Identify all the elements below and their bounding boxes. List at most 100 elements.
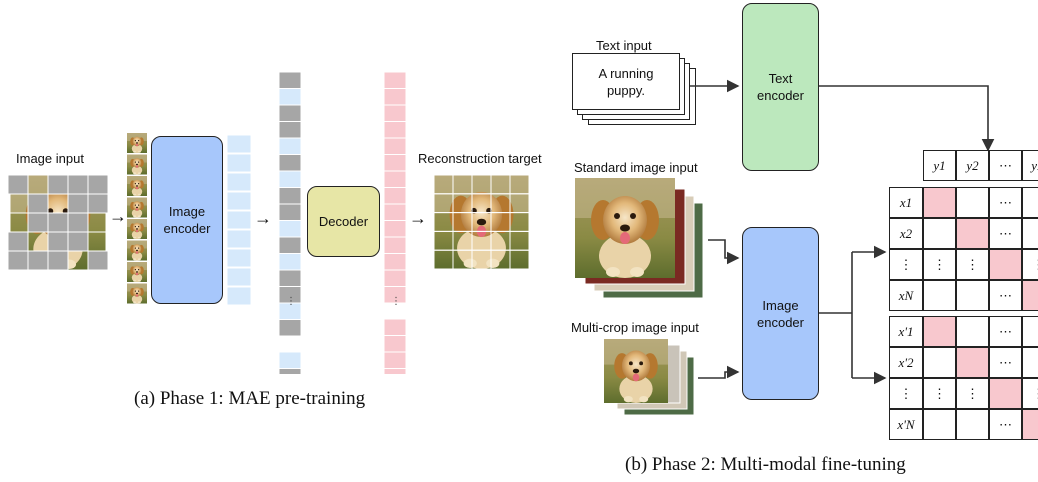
masked-input-grid: [8, 175, 108, 270]
mixed-ellipsis: ⋮: [286, 296, 296, 307]
standard-image-photos: [575, 178, 704, 299]
row-header: xN: [889, 280, 923, 311]
decoder-box: Decoder: [307, 186, 380, 257]
masked-patch: [47, 212, 69, 233]
standard-cell: [989, 249, 1022, 280]
decoded-token: [384, 104, 406, 122]
standard-cell: [1022, 280, 1038, 311]
masked-patch: [8, 231, 29, 252]
multicrop-cell: [956, 409, 989, 440]
text-card: A running puppy.: [572, 53, 680, 110]
arrow-3: →: [409, 208, 427, 228]
multicrop-cell: [1022, 347, 1038, 378]
arrow-2: →: [254, 208, 272, 228]
patch-thumbnail: [127, 219, 147, 239]
standard-cell: ⋯: [989, 187, 1022, 218]
decoded-token: [384, 203, 406, 221]
decoded-token: [384, 88, 406, 106]
encoded-token: [227, 267, 251, 287]
encoded-token: [227, 210, 251, 230]
decoded-token: [384, 269, 406, 287]
col-header: yN: [1022, 150, 1038, 181]
masked-patch: [67, 231, 89, 252]
encoded-token: [227, 248, 251, 268]
decoded-tokens-column: [384, 72, 406, 374]
mask-token: [279, 104, 301, 122]
multi-crop-image-input-label: Multi-crop image input: [571, 320, 699, 335]
masked-patch: [67, 212, 89, 233]
standard-cell: ⋮: [923, 249, 956, 280]
mask-token: [279, 269, 301, 287]
patch-thumbnail: [127, 154, 147, 175]
visible-patches: [127, 133, 147, 304]
multicrop-cell: [1022, 409, 1038, 440]
decoded-token: [384, 286, 406, 304]
masked-input-image: [8, 175, 108, 270]
text-encoder-box: Text encoder: [742, 3, 819, 171]
encoded-token: [279, 137, 301, 155]
decoded-token: [384, 220, 406, 238]
multicrop-cell: [923, 316, 956, 347]
patch-thumbnail: [127, 240, 147, 261]
standard-cell: [923, 218, 956, 249]
col-header: ⋯: [989, 150, 1022, 181]
image-encoder-phase1-label: Image encoder: [163, 204, 211, 236]
caption-phase1: (a) Phase 1: MAE pre-training: [134, 388, 366, 409]
row-header: x'1: [889, 316, 923, 347]
decoder-label: Decoder: [318, 214, 369, 229]
standard-cell: [923, 280, 956, 311]
mask-token: [279, 368, 301, 374]
reconstruction-target-image: [433, 174, 530, 270]
decoded-token: [384, 236, 406, 254]
masked-patch: [27, 250, 49, 270]
mask-token: [279, 236, 301, 254]
arrow-1: →: [109, 206, 127, 226]
standard-image-stack: [575, 178, 715, 303]
row-header: x'2: [889, 347, 923, 378]
encoded-token: [227, 229, 251, 249]
image-encoder-phase2: Image encoder: [742, 227, 819, 400]
masked-patch: [87, 250, 108, 270]
masked-patch: [67, 193, 89, 214]
standard-cell: ⋯: [989, 280, 1022, 311]
multicrop-cell: [1022, 316, 1038, 347]
standard-cell: [956, 187, 989, 218]
standard-cell: [1022, 187, 1038, 218]
masked-patch: [47, 231, 69, 252]
masked-patch: [27, 193, 49, 214]
image-encoder-phase1: Image encoder: [151, 136, 223, 304]
col-header: y1: [923, 150, 956, 181]
patch-thumbnail: [127, 133, 147, 153]
multicrop-cell: ⋮: [1022, 378, 1038, 409]
standard-cell: [923, 187, 956, 218]
patch-thumbnail: [127, 197, 147, 218]
standard-cell: ⋮: [956, 249, 989, 280]
multi-crop-image-stack: [602, 339, 702, 419]
decoded-token: [384, 368, 406, 374]
reconstruction-target-label: Reconstruction target: [418, 151, 542, 166]
decoded-token: [384, 253, 406, 271]
encoded-tokens-column: [227, 135, 251, 305]
multicrop-cell: [956, 347, 989, 378]
masked-patch: [47, 250, 69, 270]
row-header: ⋮: [889, 378, 923, 409]
patch-thumbnail: [127, 176, 147, 196]
standard-cell: ⋯: [989, 218, 1022, 249]
multicrop-cell: [923, 409, 956, 440]
col-header: y2: [956, 150, 989, 181]
mask-token: [279, 72, 301, 89]
mask-token: [279, 187, 301, 205]
text-card-content: A running puppy.: [598, 65, 654, 98]
multicrop-cell: [956, 316, 989, 347]
image-input-label: Image input: [16, 151, 84, 166]
visible-patches-column: [126, 133, 148, 305]
row-header: x1: [889, 187, 923, 218]
encoded-token: [279, 88, 301, 106]
decoded-token: [384, 318, 406, 336]
masked-patch: [47, 175, 69, 195]
mask-token: [279, 203, 301, 221]
multi-crop-photos: [604, 339, 695, 416]
encoded-token: [227, 286, 251, 305]
image-encoder-phase2-label: Image encoder: [757, 297, 804, 330]
encoded-token: [279, 220, 301, 238]
